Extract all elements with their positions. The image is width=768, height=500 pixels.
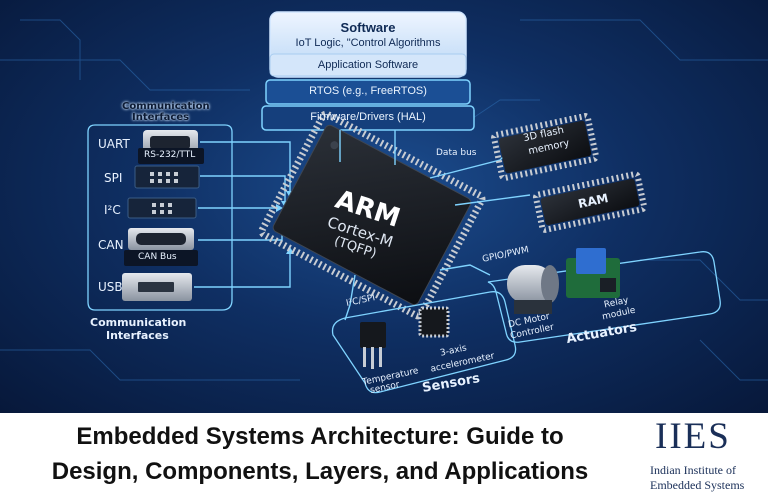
uart-connector [138, 130, 204, 164]
interface-spi-label: SPI [104, 171, 123, 185]
interface-usb-label: USB [98, 280, 123, 294]
caption-line1: Embedded Systems Architecture: Guide to [76, 423, 564, 450]
logo-name-line1: Indian Institute of [650, 463, 736, 477]
software-subtitle: IoT Logic, "Control Algorithms [295, 37, 441, 49]
comm-title-top-line2: Interfaces [132, 112, 190, 123]
interface-uart-label: UART [98, 137, 130, 151]
caption-bar: Embedded Systems Architecture: Guide to … [0, 413, 768, 500]
ram-chip [532, 171, 648, 233]
application-layer-label: Application Software [317, 59, 419, 71]
pcb-traces [0, 19, 768, 381]
comm-title-bottom-line2: Interfaces [106, 329, 169, 342]
logo-acronym: IIES [655, 416, 731, 457]
application-layer-box [269, 53, 467, 77]
interface-i2c-label: I²C [104, 203, 121, 217]
data-bus-label: Data bus [436, 148, 477, 158]
i2c-connector [127, 197, 197, 219]
mcu-chip [258, 110, 486, 320]
spi-connector [134, 165, 200, 189]
comm-panel-frame [87, 124, 233, 311]
accelerometer-chip [418, 306, 450, 338]
rtos-layer-box [265, 79, 471, 105]
temperature-sensor [360, 322, 386, 369]
interface-can-sublabel: CAN Bus [138, 252, 177, 262]
relay-module [566, 248, 620, 298]
comm-links [194, 141, 291, 288]
firmware-layer-label: Firmware/Drivers (HAL) [310, 111, 426, 123]
interface-uart-sublabel: RS-232/TTL [144, 150, 196, 160]
architecture-illustration: Software IoT Logic, "Control Algorithms … [0, 0, 768, 413]
comm-title-top-line1: Communication [122, 101, 210, 112]
flash-chip [491, 113, 599, 181]
caption-line2: Design, Components, Layers, and Applicat… [51, 458, 589, 485]
diagram-graphics [0, 11, 768, 394]
usb-connector [122, 273, 192, 301]
comm-title-bottom-line1: Communication [90, 316, 187, 329]
sensors-panel-frame [331, 291, 517, 394]
rtos-layer-label: RTOS (e.g., FreeRTOS) [309, 85, 427, 97]
interface-can-label: CAN [98, 238, 124, 252]
logo-name-line2: Embedded Systems [650, 478, 745, 492]
software-title: Software [340, 20, 396, 35]
actuators-panel-frame [487, 251, 721, 343]
can-connector [124, 228, 198, 266]
dc-motor [507, 265, 559, 314]
firmware-layer-box [261, 105, 475, 131]
